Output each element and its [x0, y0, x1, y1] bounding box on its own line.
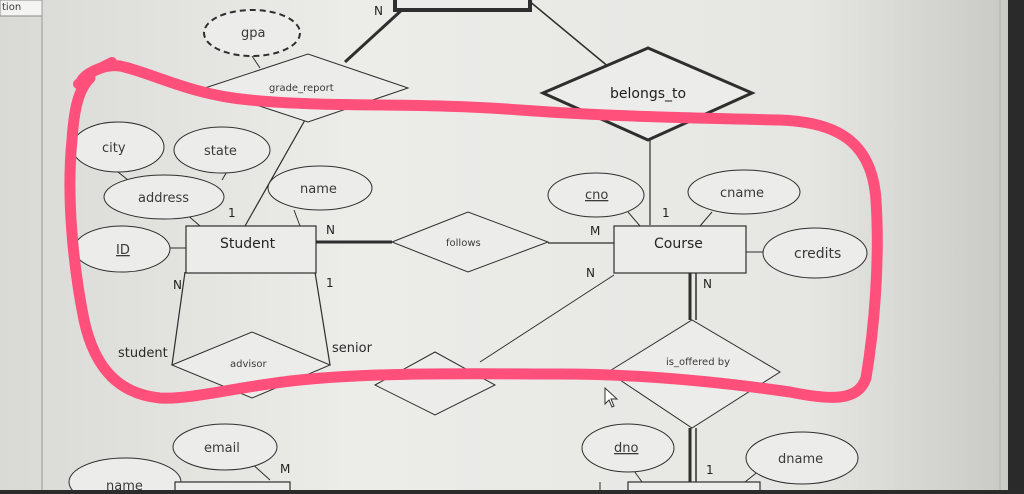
- address-label: address: [138, 191, 189, 206]
- cname-attribute: [687, 169, 801, 215]
- line-course-lower-rel: [479, 274, 615, 363]
- line-grade-student: [244, 119, 306, 227]
- course-entity: [613, 225, 747, 274]
- line-top-entity-grade: [343, 6, 406, 64]
- cname-label: cname: [720, 186, 764, 201]
- cardinality-top-n: N: [374, 4, 383, 18]
- lower-relationship: [373, 351, 497, 416]
- cno-attribute: [547, 172, 645, 218]
- dname-label: dname: [778, 452, 823, 467]
- cardinality-advisor-1: 1: [326, 276, 334, 290]
- line-cname-course: [699, 211, 713, 227]
- belongs-to-relationship: [539, 46, 756, 142]
- cardinality-course-1: 1: [662, 206, 670, 220]
- cardinality-student-1: 1: [228, 206, 236, 220]
- state-attribute: [173, 126, 271, 174]
- belongs-to-label: belongs_to: [610, 86, 686, 102]
- city-label: city: [102, 141, 126, 156]
- gpa-attribute: [203, 9, 301, 57]
- cardinality-follows-m: M: [590, 224, 600, 238]
- cno-label: cno: [585, 188, 608, 203]
- highlight-loop: [64, 60, 883, 404]
- cardinality-advisor-n: N: [173, 278, 182, 292]
- cardinality-bottom-m: M: [280, 462, 290, 476]
- student-entity: [185, 225, 317, 274]
- line-city-address: [117, 171, 129, 181]
- mouse-cursor-icon: [604, 386, 619, 408]
- highlight-loop-start: [73, 57, 117, 89]
- line-top-entity-belongs: [527, 0, 611, 69]
- grade-report-label: grade_report: [269, 83, 334, 94]
- student-name-attribute: [267, 165, 373, 211]
- follows-label: follows: [446, 238, 481, 249]
- lower-name-label: name: [106, 479, 143, 490]
- student-entity-label: Student: [220, 236, 276, 252]
- is-offered-by-relationship: [607, 319, 781, 429]
- dno-attribute: [581, 423, 675, 473]
- student-name-label: name: [300, 182, 337, 197]
- email-attribute: [172, 423, 278, 471]
- follows-relationship: [390, 211, 550, 273]
- gpa-label: gpa: [241, 26, 265, 41]
- cardinality-follows-n: N: [326, 223, 335, 237]
- top-entity: [393, 0, 532, 12]
- state-label: state: [204, 144, 237, 159]
- id-label: ID: [116, 243, 130, 258]
- department-entity: [627, 481, 761, 494]
- cardinality-course-n: N: [586, 266, 595, 280]
- line-student-advisor-right: [314, 271, 331, 366]
- advisor-label: advisor: [230, 359, 268, 370]
- line-student-advisor-left: [171, 271, 186, 366]
- credits-attribute: [762, 227, 868, 279]
- line-cno-course: [627, 211, 641, 227]
- dname-attribute: [745, 431, 859, 485]
- senior-role-label: senior: [332, 341, 373, 356]
- credits-label: credits: [794, 246, 841, 262]
- line-gpa-grade: [251, 55, 261, 69]
- cardinality-course-n2: N: [703, 277, 712, 291]
- line-name-student: [293, 209, 301, 227]
- cardinality-dept-1: 1: [706, 463, 714, 477]
- email-label: email: [204, 441, 240, 456]
- lower-left-entity: [174, 481, 291, 494]
- student-role-label: student: [118, 346, 168, 361]
- is-offered-by-label: is_offered by: [666, 357, 730, 368]
- course-entity-label: Course: [654, 236, 703, 252]
- dno-label: dno: [614, 441, 638, 456]
- corner-label: tion: [2, 2, 21, 13]
- address-attribute: [103, 174, 225, 220]
